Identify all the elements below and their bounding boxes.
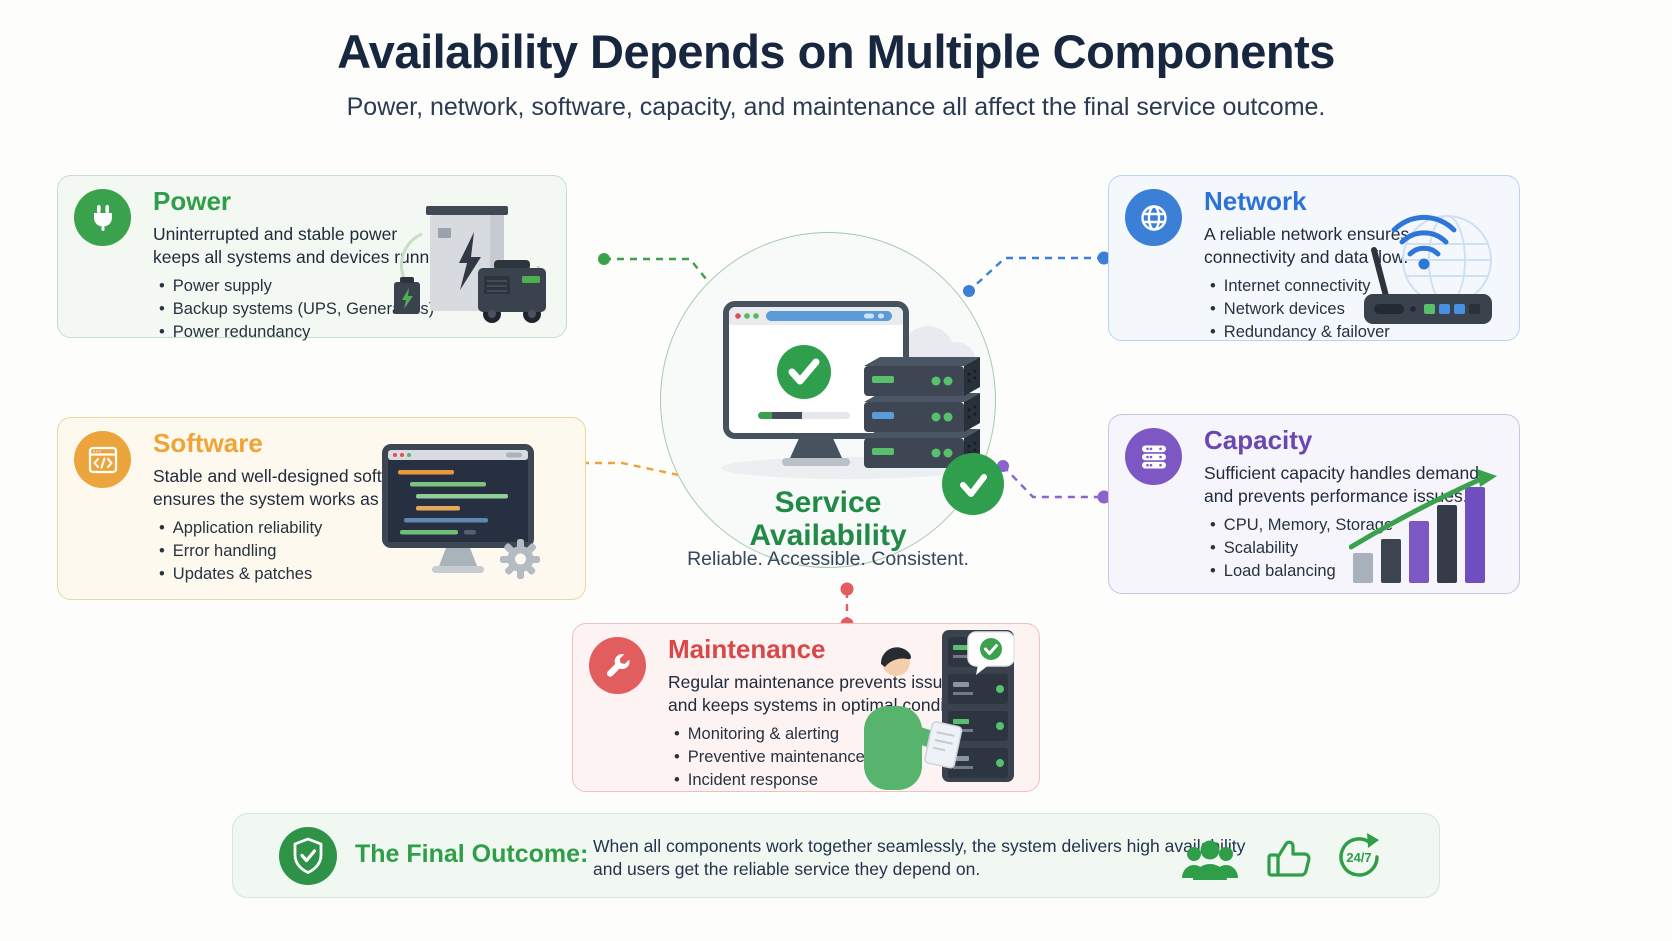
wrench-icon: [589, 637, 646, 694]
page-title: Availability Depends on Multiple Compone…: [337, 25, 1335, 78]
bullet-item: Monitoring & alerting: [674, 723, 865, 746]
capacity-card-bullets: CPU, Memory, Storage Scalability Load ba…: [1210, 514, 1393, 583]
maintenance-card-title: Maintenance: [668, 634, 826, 664]
bullet-item: Load balancing: [1210, 560, 1393, 583]
network-card-title: Network: [1204, 186, 1307, 216]
bullet-item: Redundancy & failover: [1210, 321, 1390, 344]
page-subtitle: Power, network, software, capacity, and …: [346, 93, 1326, 121]
service-availability-title: Service Availability: [749, 486, 907, 552]
bullet-item: CPU, Memory, Storage: [1210, 514, 1393, 537]
code-monitor-illustration: [382, 444, 540, 579]
bullet-item: Scalability: [1210, 537, 1393, 560]
bullet-item: Power redundancy: [159, 321, 434, 344]
plug-icon: [74, 189, 131, 246]
power-card: Power Uninterrupted and stable power kee…: [57, 175, 567, 341]
final-outcome-banner: The Final Outcome: When all components w…: [232, 813, 1440, 898]
bullet-item: Network devices: [1210, 298, 1390, 321]
network-card: Network A reliable network ensures conne…: [1108, 175, 1520, 341]
software-card-title: Software: [153, 428, 263, 458]
power-card-bullets: Power supply Backup systems (UPS, Genera…: [159, 275, 434, 344]
network-card-description: A reliable network ensures connectivity …: [1204, 224, 1410, 267]
router-wifi-illustration: [1364, 214, 1492, 324]
service-availability-tagline: Reliable. Accessible. Consistent.: [687, 548, 969, 570]
bullet-item: Internet connectivity: [1210, 275, 1390, 298]
ups-generator-illustration: [394, 206, 546, 323]
thumbs-up-icon: [1267, 840, 1311, 877]
growth-bar-chart-illustration: [1349, 469, 1497, 583]
maintenance-card: Maintenance Regular maintenance prevents…: [572, 623, 1040, 792]
bullet-item: Application reliability: [159, 517, 323, 540]
bullet-item: Preventive maintenance: [674, 746, 865, 769]
software-card: Software Stable and well-designed softwa…: [57, 417, 586, 600]
check-circle-icon: [942, 453, 1004, 515]
bullet-item: Backup systems (UPS, Generators): [159, 298, 434, 321]
monitor-servers-illustration: [721, 301, 980, 479]
software-card-description: Stable and well-designed software ensure…: [153, 466, 456, 509]
globe-icon: [1125, 189, 1182, 246]
bullet-item: Power supply: [159, 275, 434, 298]
capacity-card: Capacity Sufficient capacity handles dem…: [1108, 414, 1520, 594]
code-window-icon: [74, 431, 131, 488]
software-card-bullets: Application reliability Error handling U…: [159, 517, 323, 586]
bullet-item: Error handling: [159, 540, 322, 563]
technician-server-illustration: [864, 630, 1015, 790]
power-card-title: Power: [153, 186, 232, 216]
final-outcome-label: The Final Outcome:: [355, 840, 589, 868]
users-icon: [1182, 840, 1238, 880]
capacity-card-title: Capacity: [1204, 425, 1313, 455]
bullet-item: Incident response: [674, 769, 865, 792]
network-card-bullets: Internet connectivity Network devices Re…: [1210, 275, 1390, 344]
final-outcome-text: When all components work together seamle…: [593, 836, 1246, 879]
shield-check-icon: [279, 827, 337, 885]
bullet-item: Updates & patches: [159, 563, 322, 586]
power-card-description: Uninterrupted and stable power keeps all…: [153, 224, 458, 267]
server-stack-icon: [1125, 428, 1182, 485]
maintenance-card-bullets: Monitoring & alerting Preventive mainten…: [674, 723, 865, 792]
capacity-card-description: Sufficient capacity handles demand and p…: [1204, 463, 1479, 506]
svg-text:24/7: 24/7: [1346, 850, 1371, 865]
24-7-cycle-icon: 24/7: [1339, 833, 1379, 877]
